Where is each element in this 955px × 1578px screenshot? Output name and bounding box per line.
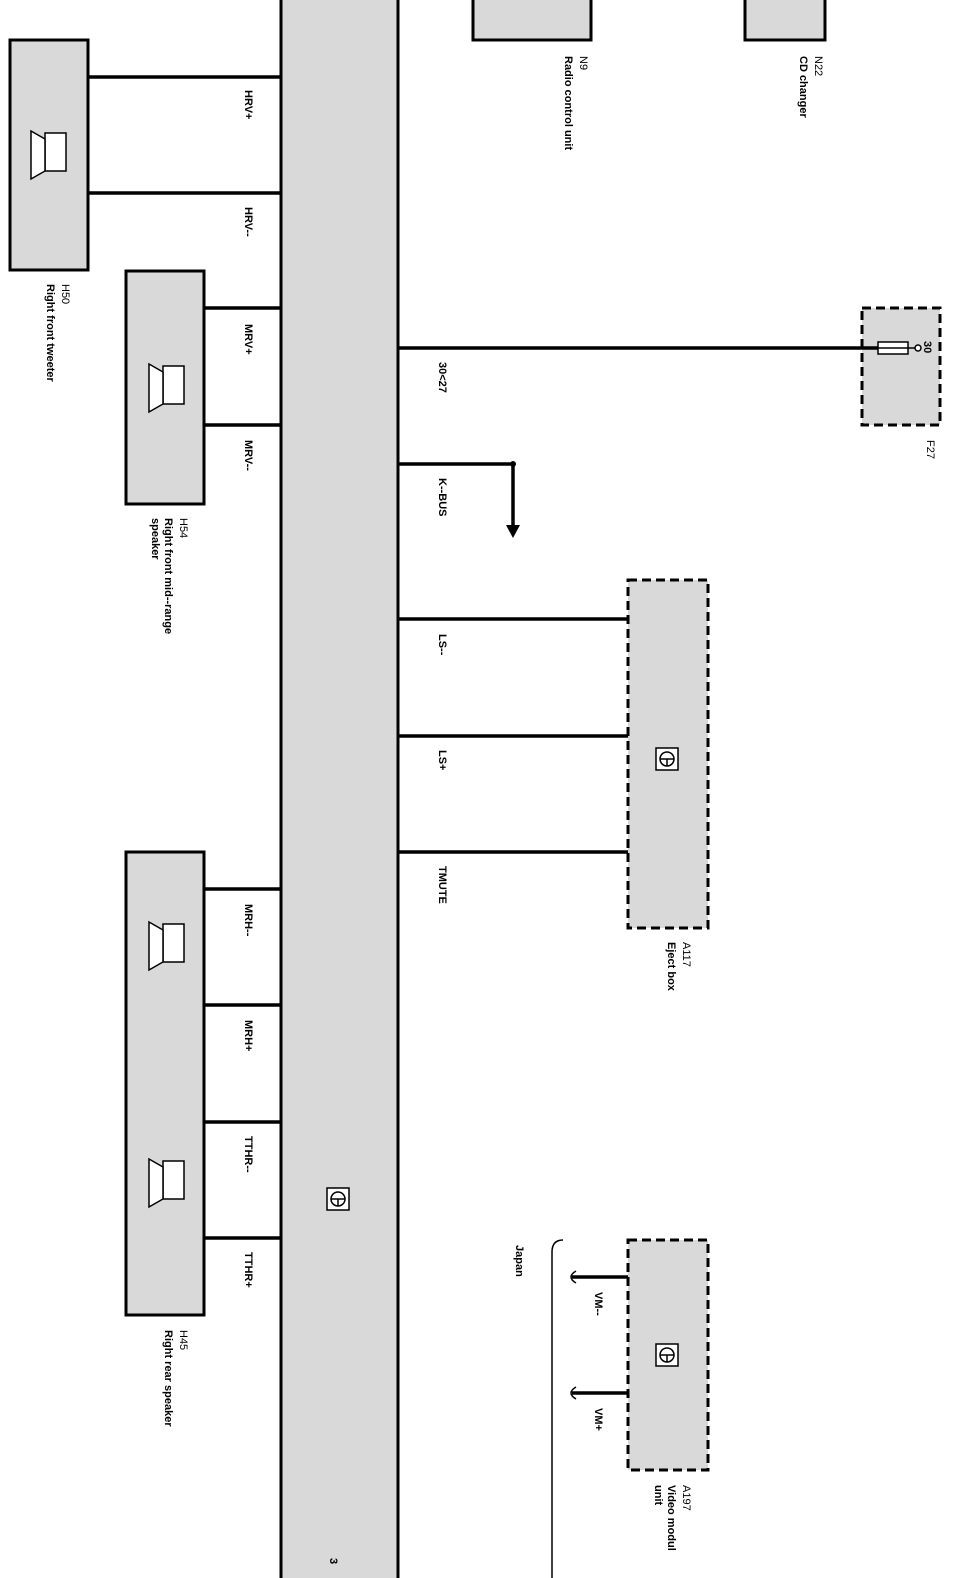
- speaker-icon: [148, 920, 185, 972]
- cd-changer-name: CD changer: [797, 56, 809, 118]
- bus-unit-symbol: [326, 1187, 350, 1211]
- vm-plus-connector-icon: [570, 1386, 577, 1400]
- label-hrv-minus: HRV--: [242, 207, 254, 237]
- label-vm-minus: VM--: [592, 1292, 604, 1316]
- japan-variant-bracket: [551, 1239, 564, 1578]
- fuse-box: [860, 306, 942, 427]
- bus-page-ref: 3: [327, 1558, 339, 1564]
- label-tmute: TMUTE: [436, 866, 448, 904]
- eject-box-code: A117: [680, 942, 692, 967]
- cd-changer-code: N22: [812, 56, 824, 76]
- vm-minus-connector-icon: [570, 1270, 577, 1284]
- main-bus-block: [279, 0, 400, 1578]
- label-mrh-minus: MRH--: [242, 904, 254, 937]
- label-hrv-plus: HRV+: [242, 90, 254, 119]
- midrange-code: H54: [177, 518, 189, 538]
- radio-name: Radio control unit: [562, 56, 574, 150]
- rear-speaker-box: [124, 850, 206, 1317]
- speaker-icon: [148, 362, 185, 414]
- label-mrh-plus: MRH+: [242, 1020, 254, 1051]
- tweeter-code: H50: [59, 284, 71, 304]
- label-tthr-minus: TTHR--: [242, 1136, 254, 1173]
- label-tthr-plus: TTHR+: [242, 1252, 254, 1288]
- tweeter-name: Right front tweeter: [44, 284, 56, 382]
- video-module-name-line1: Video modul: [665, 1485, 677, 1551]
- midrange-name-line1: Right front mid--range: [162, 518, 174, 634]
- label-mrv-plus: MRV+: [242, 324, 254, 355]
- label-ls-plus: LS+: [436, 750, 448, 770]
- label-vm-plus: VM+: [592, 1408, 604, 1431]
- kbus-arrow-icon: [506, 525, 520, 538]
- label-ls-minus: LS--: [436, 634, 448, 656]
- label-mrv-minus: MRV--: [242, 440, 254, 471]
- kbus-junction: [510, 461, 516, 467]
- cd-changer-box: [743, 0, 827, 42]
- video-module-code: A197: [680, 1485, 692, 1511]
- speaker-icon: [30, 129, 67, 181]
- fuse-icon: [877, 341, 922, 355]
- rear-speaker-name: Right rear speaker: [162, 1330, 174, 1427]
- speaker-icon: [148, 1157, 185, 1209]
- eject-box-name: Eject box: [665, 942, 677, 992]
- wire-kbus: [398, 462, 515, 528]
- video-module-name-line2: unit: [652, 1485, 664, 1505]
- fuse-code: F27: [924, 440, 936, 459]
- label-kbus: K--BUS: [436, 478, 448, 517]
- radio-code: N9: [577, 56, 589, 70]
- video-module-unit-icon: [655, 1343, 679, 1367]
- midrange-name-line2: speaker: [149, 518, 161, 560]
- eject-box-unit-icon: [655, 747, 679, 771]
- rear-speaker-code: H45: [177, 1330, 189, 1350]
- label-30-feed: 30<27: [436, 362, 448, 393]
- radio-control-unit-box: [471, 0, 593, 42]
- japan-variant-label: Japan: [513, 1245, 525, 1277]
- fuse-terminal-label: 30: [921, 341, 933, 353]
